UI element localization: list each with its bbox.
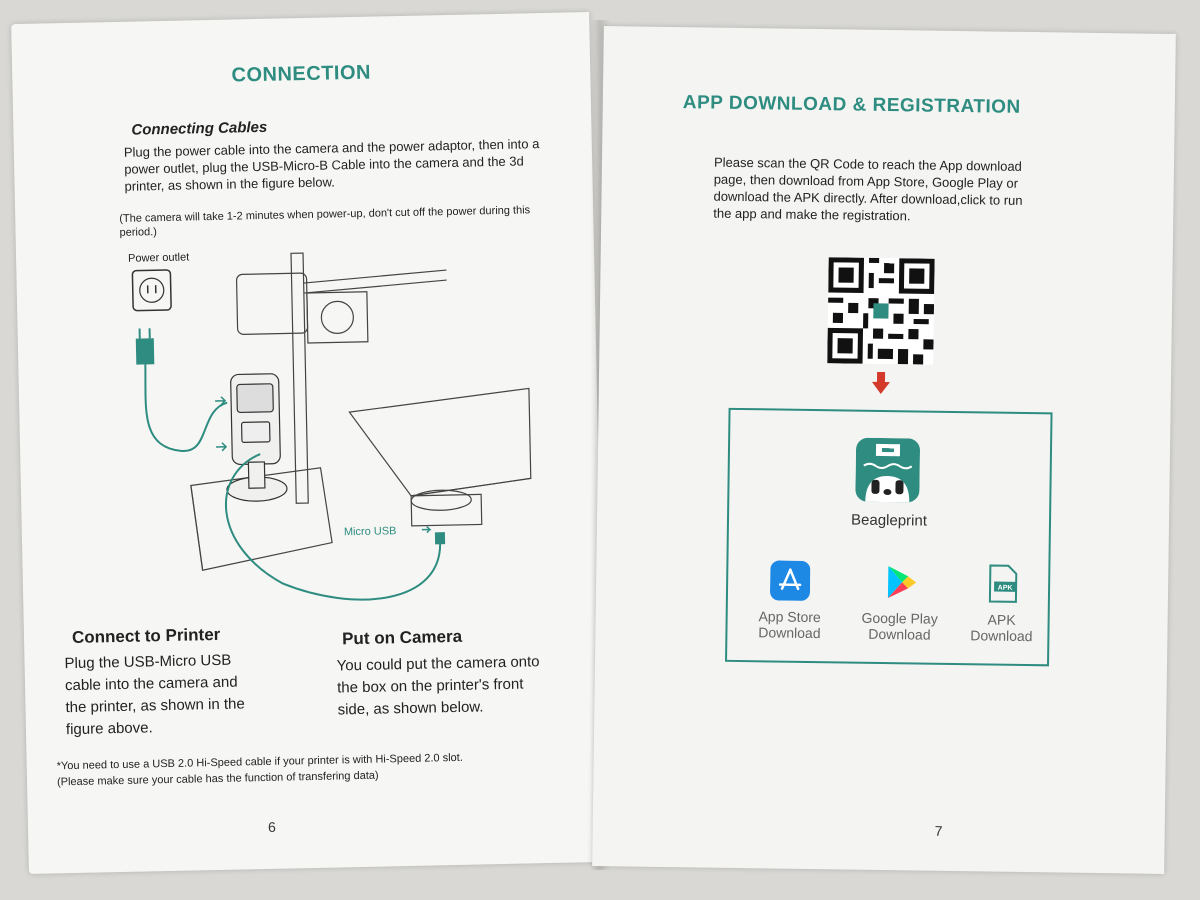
power-outlet-icon (131, 269, 172, 312)
apk-line2: Download (970, 627, 1033, 645)
app-download-title: APP DOWNLOAD & REGISTRATION (682, 92, 1021, 118)
connect-to-printer-heading: Connect to Printer (71, 624, 221, 648)
connection-title: CONNECTION (231, 61, 372, 87)
connecting-cables-heading: Connecting Cables (131, 118, 268, 139)
apk-file-icon: APK (988, 564, 1018, 603)
usb-cable (225, 453, 442, 601)
right-page: APP DOWNLOAD & REGISTRATION Please scan … (592, 26, 1176, 874)
camera-icon (226, 373, 288, 502)
google-play-icon (887, 566, 917, 599)
arrow-down-icon (871, 371, 890, 394)
google-play-line1: Google Play (861, 609, 938, 627)
app-store-icon (770, 560, 811, 601)
apk-line1: APK (987, 611, 1016, 628)
micro-usb-label: Micro USB (344, 525, 397, 538)
svg-text:APK: APK (998, 585, 1013, 592)
connecting-cables-text: Plug the power cable into the camera and… (123, 136, 540, 194)
put-on-camera-text: You could put the camera onto the box on… (336, 653, 540, 719)
app-name: Beagleprint (850, 511, 928, 530)
page-number-left: 6 (267, 818, 276, 835)
power-up-note: (The camera will take 1-2 minutes when p… (119, 204, 531, 239)
page-number-right: 7 (934, 822, 943, 839)
download-box: Beagleprint App Store Download Google Pl… (725, 407, 1053, 667)
left-page: CONNECTION Connecting Cables Plug the po… (11, 12, 607, 874)
google-play-line2: Download (868, 625, 931, 643)
app-intro-text: Please scan the QR Code to reach the App… (713, 154, 1023, 224)
connect-to-printer-text: Plug the USB-Micro USB cable into the ca… (64, 651, 245, 739)
connection-illustration: Micro USB (131, 252, 532, 601)
app-store-download[interactable]: App Store Download (749, 560, 830, 641)
power-cable (144, 364, 228, 452)
app-store-line2: Download (758, 624, 821, 642)
qr-code[interactable] (827, 257, 935, 365)
beagleprint-app-icon[interactable] (855, 437, 920, 503)
power-adaptor-icon (135, 328, 155, 365)
app-store-line1: App Store (758, 608, 821, 626)
apk-download[interactable]: APK APK Download (961, 563, 1042, 644)
google-play-download[interactable]: Google Play Download (849, 562, 950, 643)
put-on-camera-heading: Put on Camera (341, 626, 463, 649)
